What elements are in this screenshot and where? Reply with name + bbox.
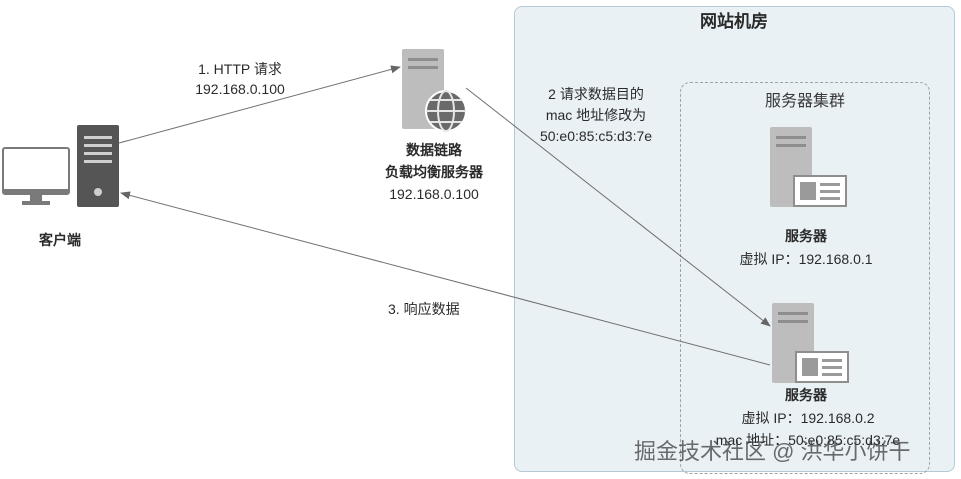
edge-request-label-line1: 1. HTTP 请求: [198, 61, 282, 77]
load-balancer-icon: [402, 49, 467, 132]
edge-request-label-line2: 192.168.0.100: [195, 81, 285, 97]
datacenter-region: [514, 6, 955, 472]
edge-rewrite-label-line3: 50:e0:85:c5:d3:7e: [539, 128, 653, 144]
region-title: 网站机房: [700, 12, 768, 31]
cluster-title: 服务器集群: [764, 93, 846, 110]
server-2-vip: 虚拟 IP：192.168.0.2: [741, 410, 875, 426]
server-1-name: 服务器: [785, 228, 827, 244]
edge-response-arrow: [120, 191, 771, 366]
edge-rewrite-label-line1: 2 请求数据目的: [548, 86, 644, 102]
client-icon: [2, 125, 119, 207]
lb-name-line2: 负载均衡服务器: [385, 164, 483, 180]
server-1-icon: [770, 127, 847, 207]
server-2-icon: [772, 303, 849, 383]
server-1-vip: 虚拟 IP：192.168.0.1: [739, 251, 873, 267]
lb-ip: 192.168.0.100: [389, 186, 479, 202]
edge-request-arrow: [118, 65, 401, 144]
edge-response-label: 3. 响应数据: [388, 301, 460, 317]
client-label: 客户端: [39, 232, 81, 248]
server-2-mac: mac 地址：50:e0:85:c5:d3:7e: [715, 432, 901, 448]
server-2-name: 服务器: [785, 387, 827, 403]
watermark: 掘金技术社区 @ 洪华小饼干: [634, 439, 911, 464]
lb-name-line1: 数据链路: [406, 142, 462, 158]
server-cluster-group: [680, 82, 930, 474]
edge-forward-arrow: [465, 87, 771, 327]
edge-rewrite-label-line2: mac 地址修改为: [545, 107, 647, 123]
